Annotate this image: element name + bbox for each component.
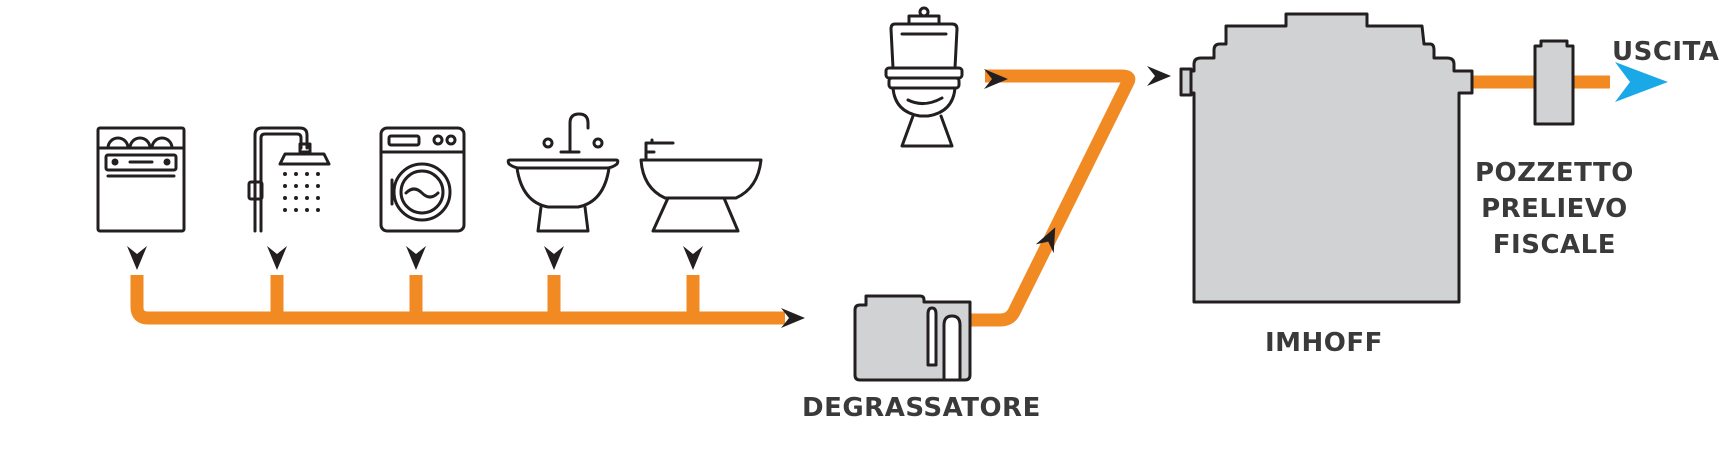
washbasin-icon	[506, 112, 620, 233]
pozzetto-label: POZZETTO PRELIEVO FISCALE	[1475, 155, 1634, 263]
flow-arrow-up-diagonal	[1035, 227, 1056, 254]
flow-arrow-dishwasher	[127, 246, 147, 270]
flow-arrow-washing-machine	[406, 246, 426, 270]
pozzetto-icon	[1533, 39, 1575, 126]
degrassatore-label: DEGRASSATORE	[802, 393, 1041, 423]
flow-arrow-shower	[267, 246, 287, 270]
degrassatore-outlet-pipe	[970, 69, 1136, 327]
exit-arrow	[1615, 62, 1668, 102]
degrassatore-tank	[853, 294, 972, 382]
uscita-label: USCITA	[1612, 37, 1720, 67]
collector-pipe	[130, 275, 785, 325]
washing-machine-icon	[379, 126, 466, 233]
toilet-icon	[884, 6, 964, 148]
shower-icon	[247, 126, 331, 233]
dishwasher-icon	[96, 126, 186, 233]
pozzetto-label-line-1: POZZETTO	[1475, 158, 1634, 188]
bidet-icon	[639, 138, 763, 233]
pozzetto-label-line-2: PRELIEVO	[1481, 194, 1628, 224]
flow-arrow-to-imhoff	[1147, 66, 1171, 86]
imhoff-label: IMHOFF	[1265, 328, 1383, 358]
flow-arrow-bidet	[683, 246, 703, 270]
flow-arrow-washbasin	[544, 246, 564, 270]
pozzetto-label-line-3: FISCALE	[1492, 230, 1616, 260]
flow-arrows	[127, 62, 1668, 328]
imhoff-tank	[1179, 12, 1474, 304]
